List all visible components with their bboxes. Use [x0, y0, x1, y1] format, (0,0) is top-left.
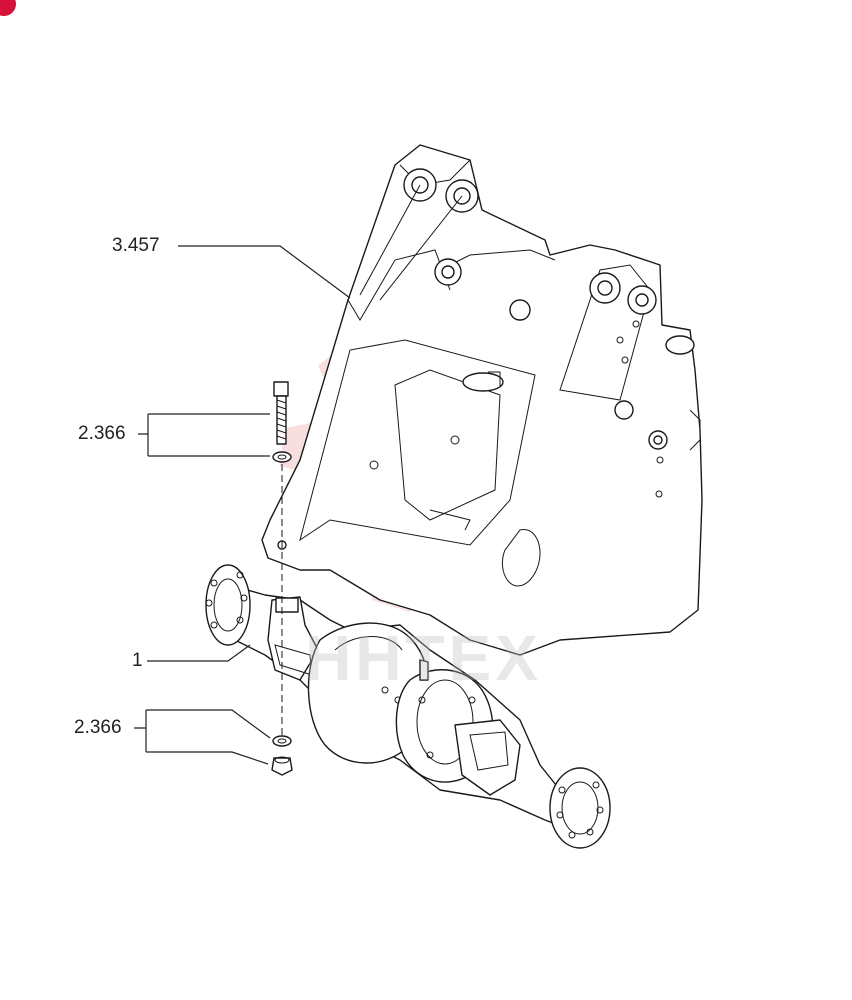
callout-axle: 1 — [132, 644, 251, 671]
callout-nut-group: 2.366 — [74, 709, 271, 765]
label-bolt-group: 2.366 — [78, 423, 126, 444]
drive-axle-assembly — [205, 564, 611, 849]
lower-washer — [272, 735, 292, 747]
corner-badge — [0, 0, 16, 16]
mounting-bolt — [273, 381, 289, 445]
watermark-text: HHTEX — [305, 622, 542, 694]
label-frame: 3.457 — [112, 235, 160, 256]
lock-nut — [271, 756, 293, 776]
label-nut-group: 2.366 — [74, 717, 122, 738]
label-axle: 1 — [132, 650, 143, 671]
callout-bolt-group: 2.366 — [78, 413, 270, 457]
loader-frame — [261, 144, 703, 656]
callout-frame: 3.457 — [112, 235, 351, 299]
upper-washer — [272, 451, 292, 463]
